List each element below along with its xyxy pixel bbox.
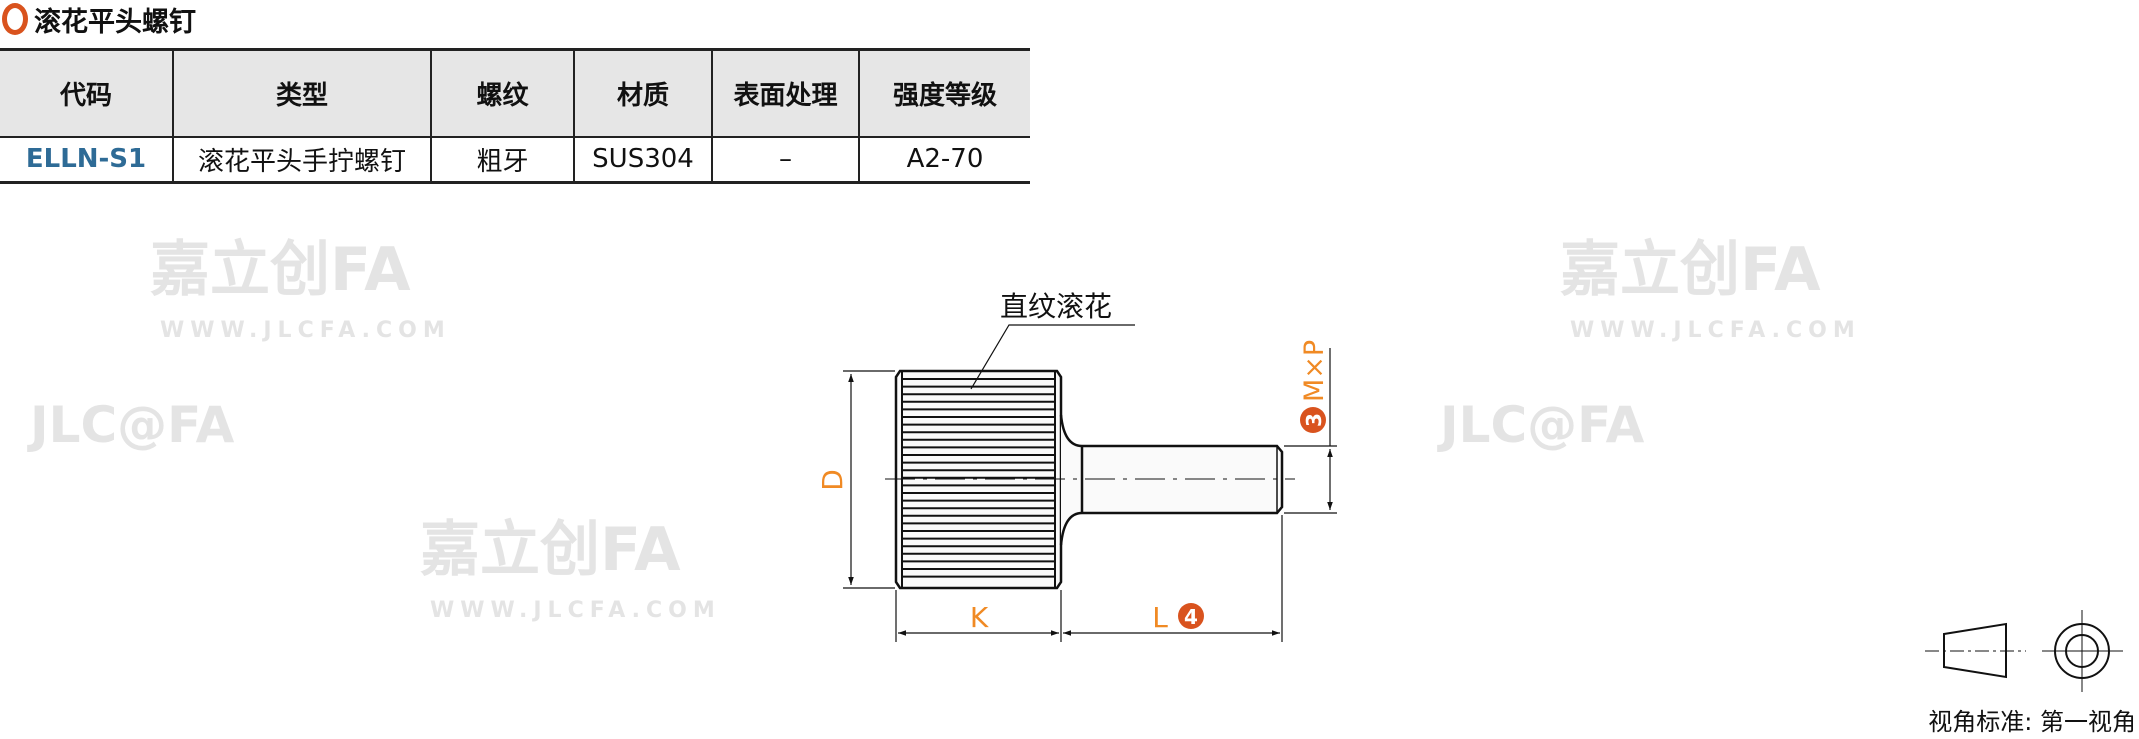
watermark-url: WWW.JLCFA.COM (1570, 318, 1861, 343)
header-surface: 表面处理 (711, 49, 859, 137)
projection-label: 视角标准: 第一视角 (1928, 708, 2136, 736)
table-row: ELLN-S1 滚花平头手拧螺钉 粗牙 SUS304 – A2-70 (0, 136, 1030, 183)
badge-3-icon (1300, 407, 1326, 433)
header-strength: 强度等级 (858, 49, 1030, 137)
header-code: 代码 (59, 80, 112, 111)
watermark-brand: 嘉立创FA (1560, 235, 1821, 305)
watermark-url: WWW.JLCFA.COM (160, 318, 451, 343)
table-header-row: 代码 类型 螺纹 材质 表面处理 强度等级 (0, 49, 1030, 137)
header-type: 类型 (172, 49, 431, 137)
watermark-brand: 嘉立创FA (420, 515, 681, 585)
dim-mxp-badge: 3 (1302, 413, 1326, 427)
callout-label: 直纹滚花 (1000, 290, 1112, 323)
screw-head (894, 369, 1063, 590)
watermark-url: WWW.JLCFA.COM (430, 598, 721, 623)
dim-k-label: K (970, 601, 989, 634)
header-thread: 螺纹 (430, 49, 574, 137)
badge-4-icon (1178, 603, 1204, 629)
first-angle-projection-icon (1925, 610, 2123, 692)
watermark-brand: 嘉立创FA (150, 235, 411, 305)
dim-l-badge: 4 (1184, 605, 1198, 629)
spec-table: 代码 类型 螺纹 材质 表面处理 强度等级 ELLN-S1 滚花平头手拧螺钉 粗… (0, 48, 1030, 184)
cell-strength: A2-70 (858, 136, 1030, 183)
screw-shaft (1059, 414, 1284, 546)
circle-bullet-icon (2, 3, 28, 35)
dim-d-label: D (816, 469, 849, 491)
section-title: 滚花平头螺钉 (2, 2, 196, 38)
cell-type: 滚花平头手拧螺钉 (172, 136, 431, 183)
header-material: 材质 (573, 49, 712, 137)
section-title-text: 滚花平头螺钉 (34, 6, 196, 38)
dim-mxp-label: M×P (1299, 340, 1330, 402)
cell-code[interactable]: ELLN-S1 (25, 144, 147, 175)
cell-thread: 粗牙 (430, 136, 574, 183)
cell-material: SUS304 (573, 136, 712, 183)
watermark-logo: JLC@FA (30, 396, 235, 454)
dim-l-label: L (1152, 601, 1168, 634)
dimension-lines (843, 324, 1337, 642)
cell-surface: – (711, 136, 859, 183)
watermark-logo: JLC@FA (1440, 396, 1645, 454)
